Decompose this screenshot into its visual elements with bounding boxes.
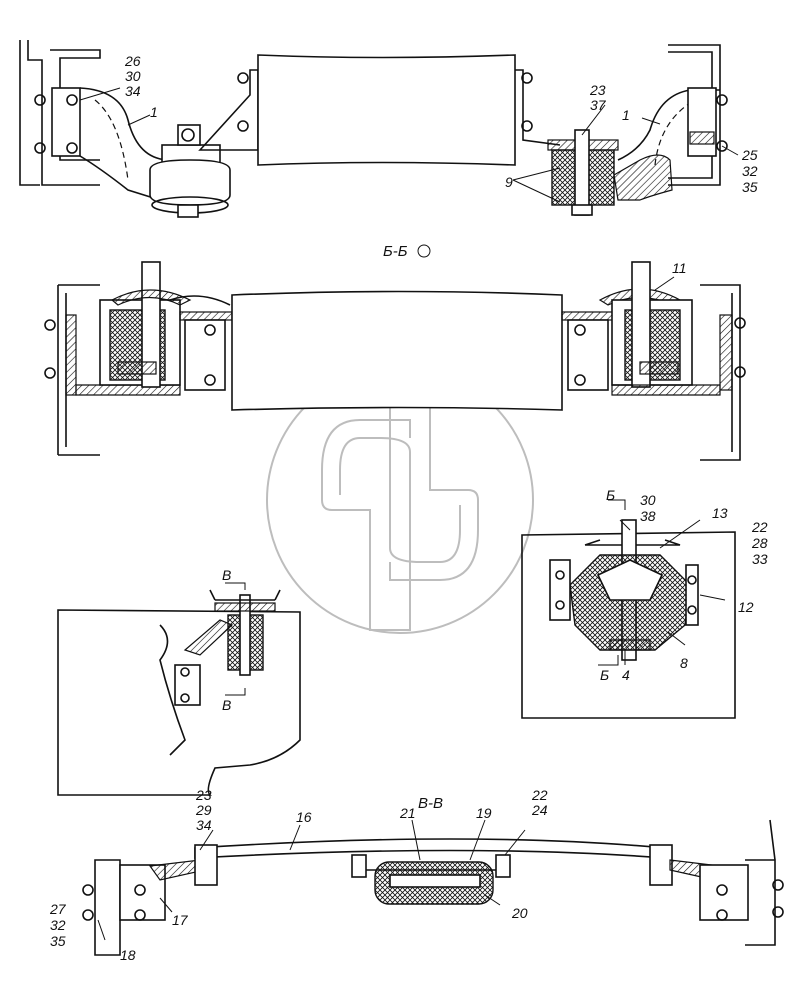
callout-top-right-a: 25 [741, 147, 758, 163]
callout-detail-b1: 22 [751, 519, 768, 535]
callout-bottom-side-b: 32 [50, 917, 66, 933]
callout-detail-b3: 33 [752, 551, 768, 567]
callout-bb-11: 11 [672, 260, 687, 276]
callout-top-left-b: 30 [125, 68, 141, 84]
callout-bottom-side-a: 27 [49, 901, 67, 917]
callout-bottom-left-b: 29 [195, 802, 212, 818]
section-bb-view [44, 244, 746, 461]
callout-detail-12: 12 [738, 599, 754, 615]
callout-top-left-1: 1 [150, 104, 158, 120]
callout-bottom-21: 21 [399, 805, 416, 821]
callout-top-mid-a: 23 [589, 82, 606, 98]
callout-bottom-left-c: 34 [196, 817, 212, 833]
callout-top-mid-b: 37 [590, 97, 607, 113]
callout-detail-8: 8 [680, 655, 688, 671]
callout-bottom-left-a: 23 [195, 787, 212, 803]
callout-bottom-20: 20 [511, 905, 528, 921]
callout-top-left-a: 26 [124, 53, 141, 69]
section-vv-title: В-В [418, 795, 443, 812]
section-bb-title: Б-Б [383, 243, 408, 260]
callout-detail-13: 13 [712, 505, 728, 521]
top-view [19, 40, 739, 218]
callout-top-right-b: 32 [742, 163, 758, 179]
right-detail-view [521, 499, 736, 719]
callout-bottom-right-a: 22 [531, 787, 548, 803]
callout-detail-a2: 38 [640, 508, 656, 524]
callout-top-right-1: 1 [622, 107, 630, 123]
callout-bottom-side-c: 35 [50, 933, 66, 949]
callout-detail-b2: 28 [751, 535, 768, 551]
callout-bottom-18: 18 [120, 947, 136, 963]
callout-detail-a1: 30 [640, 492, 656, 508]
callout-bottom-19: 19 [476, 805, 492, 821]
callout-top-left-c: 34 [125, 83, 141, 99]
callout-bottom-right-b: 24 [531, 802, 548, 818]
callout-bottom-16: 16 [296, 809, 312, 825]
left-detail-view [57, 582, 301, 796]
callout-top-mid-9: 9 [505, 174, 513, 190]
section-vv-view [82, 819, 784, 956]
labels: Б-Б В-В Б Б В В 26 30 34 1 23 37 9 1 25 … [49, 53, 768, 963]
callout-bottom-17: 17 [172, 912, 189, 928]
callout-top-right-c: 35 [742, 179, 758, 195]
cut-v-lower: В [222, 697, 231, 713]
cut-b-upper: Б [606, 487, 615, 503]
callout-detail-4: 4 [622, 667, 630, 683]
cut-b-lower: Б [600, 667, 609, 683]
cut-v-upper: В [222, 567, 231, 583]
